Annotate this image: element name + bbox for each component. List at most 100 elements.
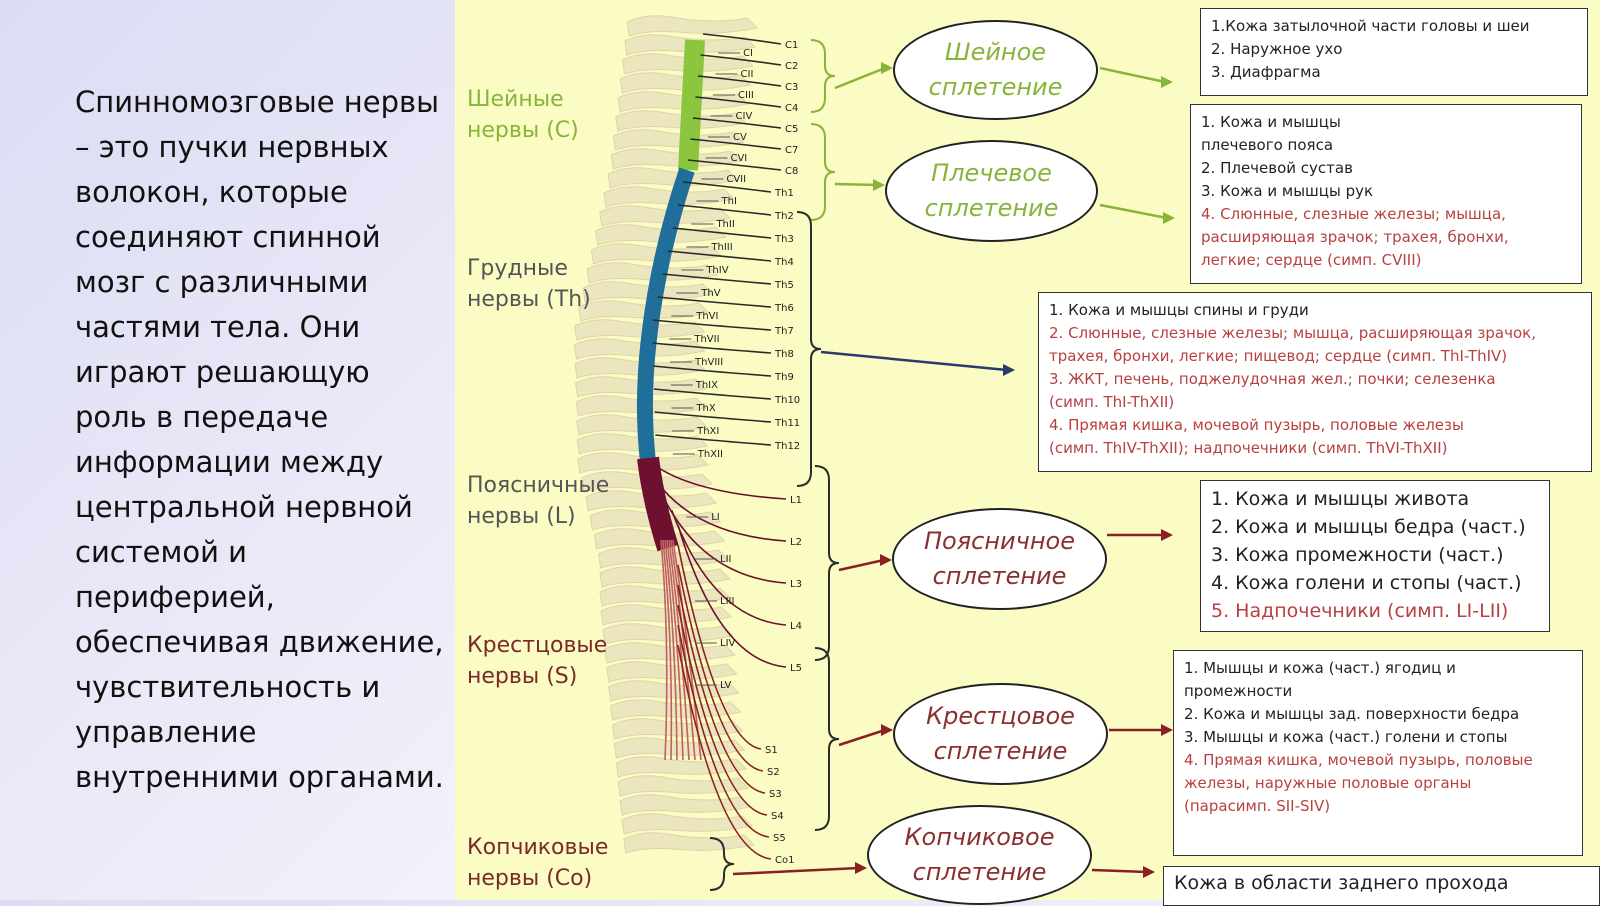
vertebra-label: LI	[711, 512, 720, 523]
vertebra-shape	[606, 661, 738, 683]
nerve-root	[702, 33, 782, 45]
nerve-label: S4	[771, 811, 784, 822]
nerve-root	[653, 365, 772, 377]
vertebra-label: ThX	[695, 403, 715, 414]
nerve-root	[672, 227, 772, 239]
info-box-coccygeal: Кожа в области заднего прохода	[1163, 866, 1600, 906]
arrow-cervical-box	[1099, 66, 1166, 84]
nerve-root	[677, 544, 762, 750]
nerve-root	[654, 479, 787, 542]
intro-text: Спинномозговые нервы – это пучки нервных…	[75, 85, 444, 794]
group-label-cervical: Шейные нервы (C)	[467, 87, 579, 143]
arrow-lumbar-plexus	[838, 558, 885, 572]
vertebra-label: ThII	[715, 219, 734, 230]
arrow-coccygeal-plexus-head	[855, 862, 867, 874]
vertebra-shape	[621, 813, 754, 835]
vertebra-shape	[599, 566, 732, 588]
cauda-strand	[668, 539, 690, 761]
nerve-label: C2	[785, 61, 798, 72]
nerve-label: Th9	[774, 372, 794, 383]
info-line: промежности	[1184, 682, 1293, 700]
nerve-root	[677, 564, 764, 772]
info-line: трахея, бронхи, легкие; пищевод; сердце …	[1049, 347, 1508, 365]
vertebra-label: CIII	[738, 90, 754, 101]
vertebra-label: CVII	[726, 174, 746, 185]
nerve-root	[677, 584, 766, 794]
nerve-root	[662, 273, 772, 285]
arrow-brachial-box-head	[1163, 212, 1175, 224]
nerve-root	[677, 644, 772, 860]
nerve-label: S3	[769, 789, 782, 800]
nerve-label: Th10	[774, 395, 800, 406]
brace-lumbar	[814, 465, 840, 661]
info-line: 4. Прямая кишка, мочевой пузырь, половые	[1184, 751, 1533, 769]
nerve-label: L2	[790, 537, 802, 548]
nerve-root	[697, 75, 782, 87]
vertebra-shape	[626, 15, 759, 37]
nerve-label: L4	[790, 621, 802, 632]
brace-cervical	[810, 39, 836, 113]
vertebra-label: CI	[743, 48, 753, 59]
group-label-lumbar: Поясничные нервы (L)	[467, 473, 610, 529]
vertebra-label: CIV	[736, 111, 753, 122]
info-line: 1. Кожа и мышцы живота	[1211, 488, 1470, 510]
nerve-label: Th3	[774, 234, 794, 245]
nerve-label: C4	[785, 103, 798, 114]
vertebra-label: CVI	[730, 153, 747, 164]
vertebra-shape	[574, 319, 706, 341]
info-line: 5. Надпочечники (симп. LI-LII)	[1211, 600, 1509, 622]
nerve-root	[653, 388, 772, 400]
nerve-label: S2	[767, 767, 780, 778]
nerve-root	[700, 54, 782, 66]
nerve-label: C3	[785, 82, 798, 93]
vertebra-shape	[608, 680, 740, 702]
nerve-root	[692, 117, 782, 129]
arrow-coccygeal-box-head	[1143, 866, 1155, 878]
info-line: (симп. ThI-ThXII)	[1049, 393, 1175, 411]
spine-svg: C1C2C3C4C5C7C8Th1Th2Th3Th4Th5Th6Th7Th8Th…	[573, 15, 1175, 891]
group-label-thoracic: Грудные нервы (Th)	[467, 256, 591, 312]
info-line: легкие; сердце (симп. CVIII)	[1201, 251, 1422, 269]
vertebra-shape	[619, 794, 752, 816]
vertebra-shape	[612, 129, 745, 151]
arrow-sacral-plexus-head	[881, 724, 893, 736]
info-line: Кожа в области заднего прохода	[1174, 872, 1509, 894]
nerve-label: C8	[785, 166, 798, 177]
nerve-root	[667, 250, 772, 262]
vertebra-label: CV	[733, 132, 747, 143]
cord-lumbar	[637, 456, 679, 552]
nerve-root	[677, 604, 768, 816]
nerve-label: L5	[790, 663, 802, 674]
cord-thoracic	[636, 167, 695, 463]
nerve-root	[655, 434, 772, 446]
cord-cervical	[678, 39, 705, 171]
nerve-root	[695, 96, 782, 108]
nerve-root	[653, 464, 787, 500]
nerve-label: Th4	[774, 257, 794, 268]
info-line: 4. Прямая кишка, мочевой пузырь, половые…	[1049, 416, 1464, 434]
vertebra-label: ThIV	[705, 265, 728, 276]
vertebra-label: CII	[741, 69, 754, 80]
nerve-root	[677, 204, 772, 216]
info-line: (парасимп. SII-SIV)	[1184, 797, 1331, 815]
info-line: 3. Диафрагма	[1211, 63, 1321, 81]
nerve-root	[654, 411, 772, 423]
arrow-lumbar-box-head	[1161, 529, 1173, 541]
vertebra-label: ThXII	[697, 449, 723, 460]
vertebra-label: ThI	[721, 196, 737, 207]
vertebra-label: ThXI	[696, 426, 719, 437]
arrow-coccygeal-plexus	[732, 866, 860, 876]
nerve-label: Co1	[775, 855, 794, 866]
brace-brachial	[810, 123, 836, 221]
vertebra-shape	[611, 718, 744, 740]
nerve-label: L1	[790, 495, 802, 506]
info-line: 2. Слюнные, слезные железы; мышца, расши…	[1049, 324, 1536, 342]
nerve-label: Th1	[774, 188, 794, 199]
vertebra-shape	[607, 167, 740, 189]
arrow-brachial-box	[1099, 203, 1168, 220]
